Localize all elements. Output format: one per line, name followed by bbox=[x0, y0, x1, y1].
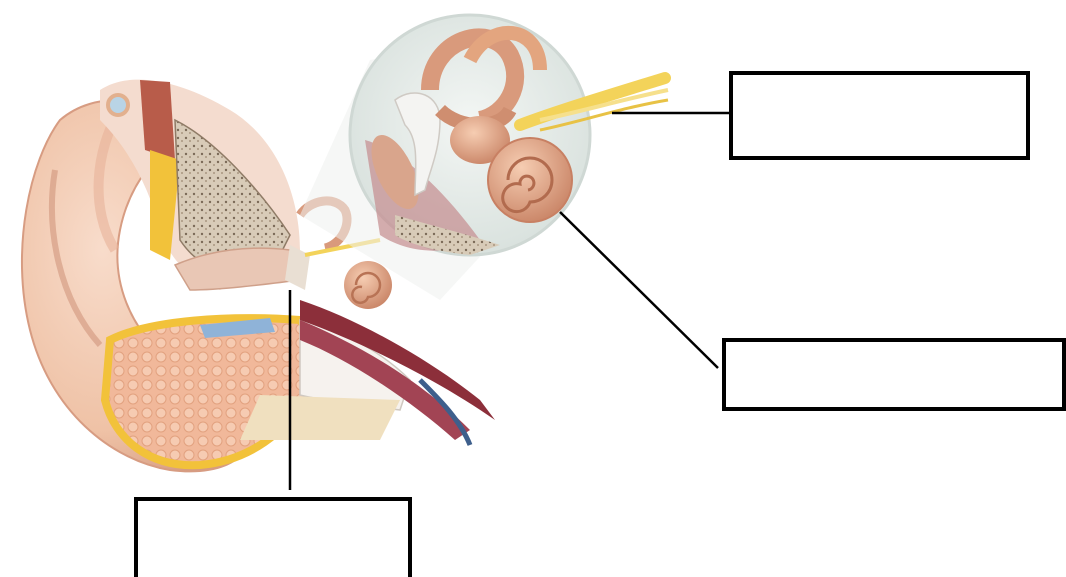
label-top-right bbox=[733, 75, 1026, 103]
label-box-middle-right[interactable] bbox=[722, 338, 1066, 411]
leader-line-cochlea bbox=[560, 212, 718, 368]
magnified-inner-ear bbox=[350, 15, 668, 255]
label-box-top-right[interactable] bbox=[729, 71, 1030, 160]
label-bottom bbox=[138, 501, 408, 529]
label-box-bottom[interactable] bbox=[134, 497, 412, 577]
label-middle-right bbox=[726, 342, 1062, 370]
